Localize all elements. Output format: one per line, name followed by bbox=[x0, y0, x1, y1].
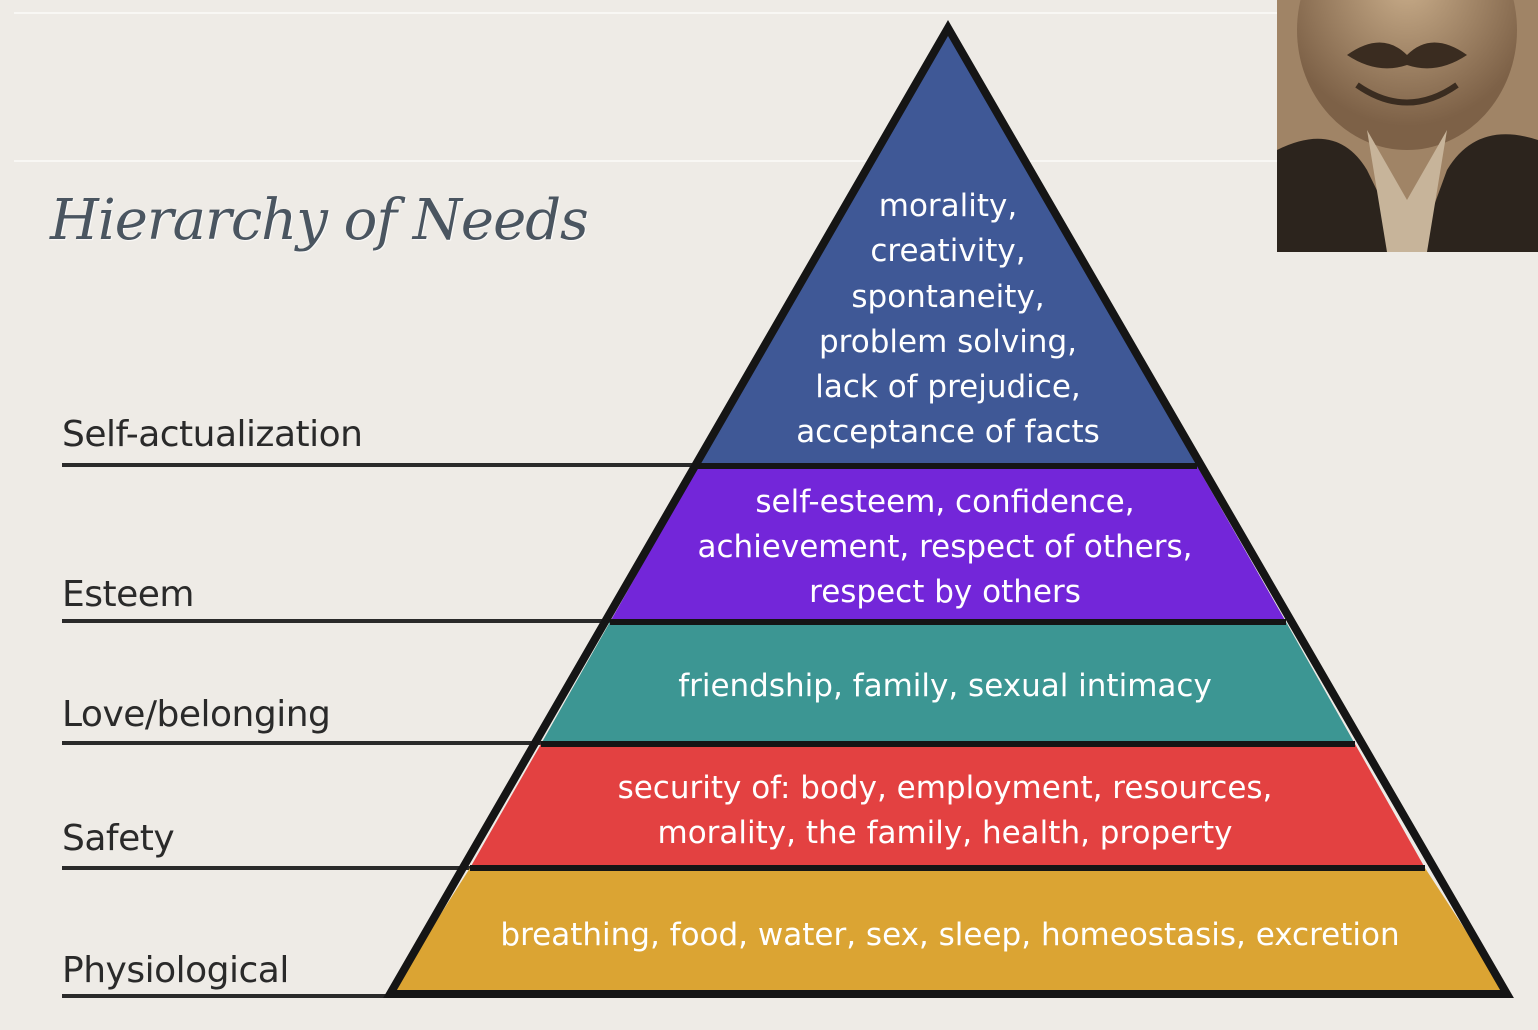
page-title: Hierarchy of Needs bbox=[50, 188, 589, 253]
frame-top-line bbox=[14, 12, 1538, 14]
level-label-love-belonging: Love/belonging bbox=[62, 694, 331, 735]
level-label-safety: Safety bbox=[62, 818, 175, 859]
level-line-love-belonging bbox=[62, 741, 542, 745]
tier-safety bbox=[470, 744, 1425, 868]
portrait-icon bbox=[1277, 0, 1538, 252]
tier-text-physiological: breathing, food, water, sex, sleep, home… bbox=[500, 917, 1399, 953]
tier-text-line: respect by others bbox=[809, 574, 1081, 610]
tier-text-line: breathing, food, water, sex, sleep, home… bbox=[500, 917, 1399, 953]
portrait-photo bbox=[1277, 0, 1538, 252]
level-label-esteem: Esteem bbox=[62, 574, 194, 615]
tier-text-self-actualization: morality, creativity, spontaneity, probl… bbox=[796, 188, 1100, 450]
tier-text-line: morality, bbox=[879, 188, 1018, 224]
tier-text-line: morality, the family, health, property bbox=[658, 815, 1233, 851]
level-line-safety bbox=[62, 866, 472, 870]
level-line-physiological bbox=[62, 994, 402, 998]
tier-text-line: security of: body, employment, resources… bbox=[618, 770, 1273, 806]
tier-dividers bbox=[470, 463, 1425, 871]
level-line-self-actualization bbox=[62, 463, 702, 467]
tier-love-belonging bbox=[541, 622, 1355, 744]
tier-physiological bbox=[390, 868, 1507, 994]
tier-text-line: self-esteem, confidence, bbox=[755, 484, 1134, 520]
tier-text-line: achievement, respect of others, bbox=[698, 529, 1193, 565]
tier-esteem bbox=[610, 466, 1286, 622]
tier-text-line: creativity, bbox=[870, 233, 1025, 269]
tier-text-safety: security of: body, employment, resources… bbox=[618, 770, 1273, 851]
tier-text-line: acceptance of facts bbox=[796, 414, 1100, 450]
tier-text-esteem: self-esteem, confidence, achievement, re… bbox=[698, 484, 1193, 610]
tier-text-line: friendship, family, sexual intimacy bbox=[678, 668, 1212, 704]
tier-self-actualization bbox=[698, 28, 1197, 466]
level-label-self-actualization: Self-actualization bbox=[62, 414, 363, 455]
frame-middle-line bbox=[14, 160, 1538, 162]
tier-text-line: problem solving, bbox=[819, 324, 1077, 360]
tier-text-line: lack of prejudice, bbox=[815, 369, 1081, 405]
level-label-physiological: Physiological bbox=[62, 950, 289, 991]
tier-text-line: spontaneity, bbox=[851, 279, 1044, 315]
pyramid-outline bbox=[383, 20, 1514, 998]
level-line-esteem bbox=[62, 619, 612, 623]
tier-text-love-belonging: friendship, family, sexual intimacy bbox=[678, 668, 1212, 704]
